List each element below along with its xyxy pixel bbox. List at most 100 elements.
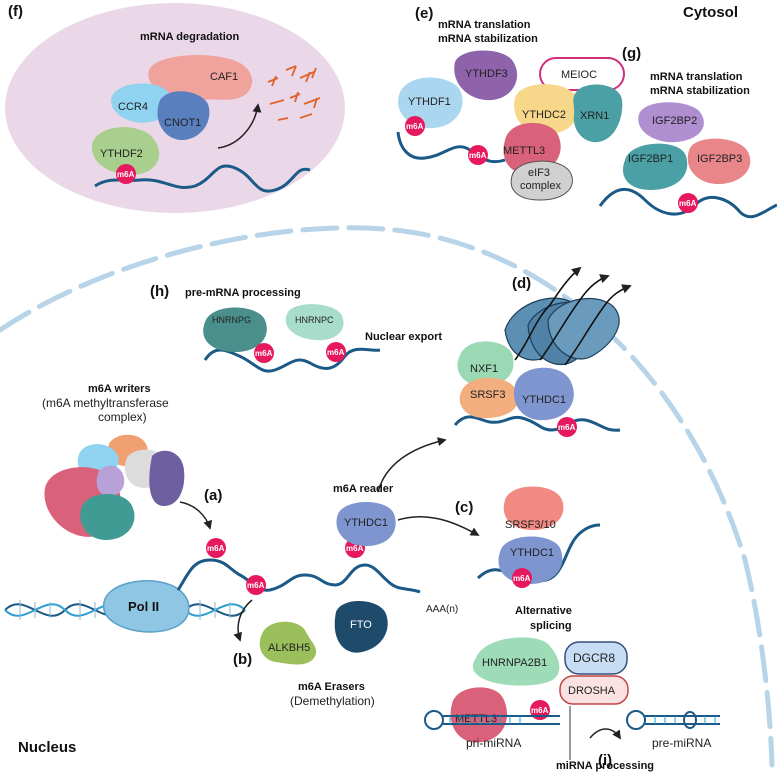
pri-mirna-hairpin: [424, 710, 560, 730]
igf2bp1-label: IGF2BP1: [628, 153, 673, 165]
ythdc2-protein: [514, 84, 579, 135]
ythdc1-label-c: YTHDC1: [510, 547, 554, 559]
dgcr8-protein: [564, 641, 628, 675]
ccr4-label: CCR4: [118, 101, 148, 113]
m6a-mark-label: m6A: [531, 706, 549, 715]
writers-subtitle-2: complex): [98, 410, 147, 424]
m6a-mark-label: m6A: [247, 581, 265, 590]
panel-e-title-1: mRNA translation: [438, 19, 531, 31]
alkbh5-protein: [259, 621, 317, 665]
pre-mirna-label: pre-miRNA: [652, 736, 711, 750]
rna-fragments: [267, 65, 321, 121]
panel-g-letter: (g): [622, 45, 641, 62]
srsf3-label: SRSF3: [470, 389, 505, 401]
xrn1-protein: [573, 84, 623, 143]
igf2bp2-protein: [638, 102, 704, 143]
pre-mirna-hairpin: [626, 710, 720, 730]
mettl3-protein-i: [450, 687, 507, 743]
eif3-complex-label: complex: [520, 180, 561, 192]
ythdc1-label-reader: YTHDC1: [344, 517, 388, 529]
ythdf3-label: YTHDF3: [465, 68, 508, 80]
panel-f: (f) mRNA degradation CAF1 CCR4 CNOT1 YTH…: [5, 3, 345, 213]
alkbh5-label: ALKBH5: [268, 642, 310, 654]
mettl3-label-e: METTL3: [503, 145, 545, 157]
caf1-label: CAF1: [210, 71, 238, 83]
main-transcript: [176, 558, 421, 594]
eraser-arrow: [233, 599, 253, 642]
export-arrow: [377, 437, 447, 493]
m6a-mark-label: m6A: [255, 349, 273, 358]
meioc-label: MEIOC: [561, 69, 597, 81]
hnrnpc-protein: [285, 304, 344, 341]
ccr4-protein: [111, 83, 171, 123]
m6a-mark: [206, 538, 226, 558]
m6a-mark-label: m6A: [558, 423, 576, 432]
m6a-mark-label: m6A: [346, 544, 364, 553]
eif3-protein: [510, 160, 573, 201]
rna-strand-d: [453, 415, 621, 432]
ythdc1-protein-d: [513, 367, 574, 421]
nuclear-pore-complex: [504, 297, 620, 365]
writer-arrow: [179, 501, 212, 530]
ythdf1-protein: [398, 77, 463, 129]
m6a-mark: [405, 116, 425, 136]
m6a-mark: [678, 193, 698, 213]
m6a-mark: [468, 145, 488, 165]
panel-a: m6A writers (m6A methyltransferase compl…: [4, 383, 246, 633]
m6a-mark-label: m6A: [327, 348, 345, 357]
m6a-mark: [254, 343, 274, 363]
cnot1-label: CNOT1: [164, 117, 201, 129]
m6a-mark-label: m6A: [513, 574, 531, 583]
panel-e-title-2: mRNA stabilization: [438, 33, 538, 45]
panel-b-letter: (b): [233, 651, 252, 668]
rna-strand-f: [94, 164, 311, 193]
ythdc1-label-d: YTHDC1: [522, 394, 566, 406]
panel-h-letter: (h): [150, 283, 169, 300]
panel-g: (g) mRNA translation mRNA stabilization …: [598, 45, 777, 219]
rna-strand-e: [396, 131, 506, 164]
pri-mirna-label: pri-miRNA: [466, 736, 521, 750]
srsf3-10-label: SRSF3/10: [505, 519, 556, 531]
writers-title: m6A writers: [88, 383, 151, 395]
drosha-label: DROSHA: [568, 685, 616, 697]
panel-f-title: mRNA degradation: [140, 31, 239, 43]
panel-i-title: miRNA processing: [556, 760, 654, 772]
polya-tail-label: AAA(n): [426, 604, 458, 615]
srsf3-10-protein: [503, 486, 564, 530]
ythdf1-label: YTHDF1: [408, 96, 451, 108]
panel-c-letter: (c): [455, 499, 473, 516]
reader-group: m6A reader YTHDC1: [333, 437, 480, 546]
panel-g-title-1: mRNA translation: [650, 71, 743, 83]
hnrnpg-label: HNRNPG: [212, 315, 251, 325]
writers-subtitle-1: (m6A methyltransferase: [42, 396, 169, 410]
ythdc2-label: YTHDC2: [522, 109, 566, 121]
pol-ii-protein: [103, 580, 190, 633]
eif3-label: eIF3: [528, 167, 550, 179]
nxf1-protein: [457, 341, 514, 386]
splicing-title-2: splicing: [530, 620, 572, 632]
m6a-mark: [512, 568, 532, 588]
nuclear-envelope: [0, 225, 775, 768]
panel-c: (c) SRSF3/10 YTHDC1 m6A Alternative spli…: [455, 486, 601, 632]
panel-e-letter: (e): [415, 5, 433, 22]
m6a-mark-label: m6A: [207, 544, 225, 553]
fto-label: FTO: [350, 619, 372, 631]
panel-i-letter: (i): [598, 752, 612, 769]
panel-f-letter: (f): [8, 3, 23, 20]
export-arrows: [514, 266, 632, 366]
panel-i: HNRNPA2B1 DGCR8 DROSHA METTL3 m6A pri-mi…: [424, 637, 720, 772]
splicing-title-1: Alternative: [515, 605, 572, 617]
xrn1-label: XRN1: [580, 110, 609, 122]
pol-ii-label: Pol II: [128, 599, 159, 614]
erasers-title: m6A Erasers: [298, 681, 365, 693]
panel-d: (d) Nuclear export NXF1 SRSF3 YTHDC1 m6A: [365, 266, 632, 437]
m6a-mark-label: m6A: [117, 170, 135, 179]
igf2bp1-protein: [622, 143, 688, 190]
panel-a-letter: (a): [204, 487, 222, 504]
dgcr8-label: DGCR8: [573, 651, 615, 665]
panel-b: (b) ALKBH5 FTO m6A Erasers (Demethylatio…: [233, 599, 388, 708]
hnrnpa2b1-label: HNRNPA2B1: [482, 657, 547, 669]
igf2bp3-protein: [687, 138, 751, 184]
igf2bp3-label: IGF2BP3: [697, 153, 742, 165]
